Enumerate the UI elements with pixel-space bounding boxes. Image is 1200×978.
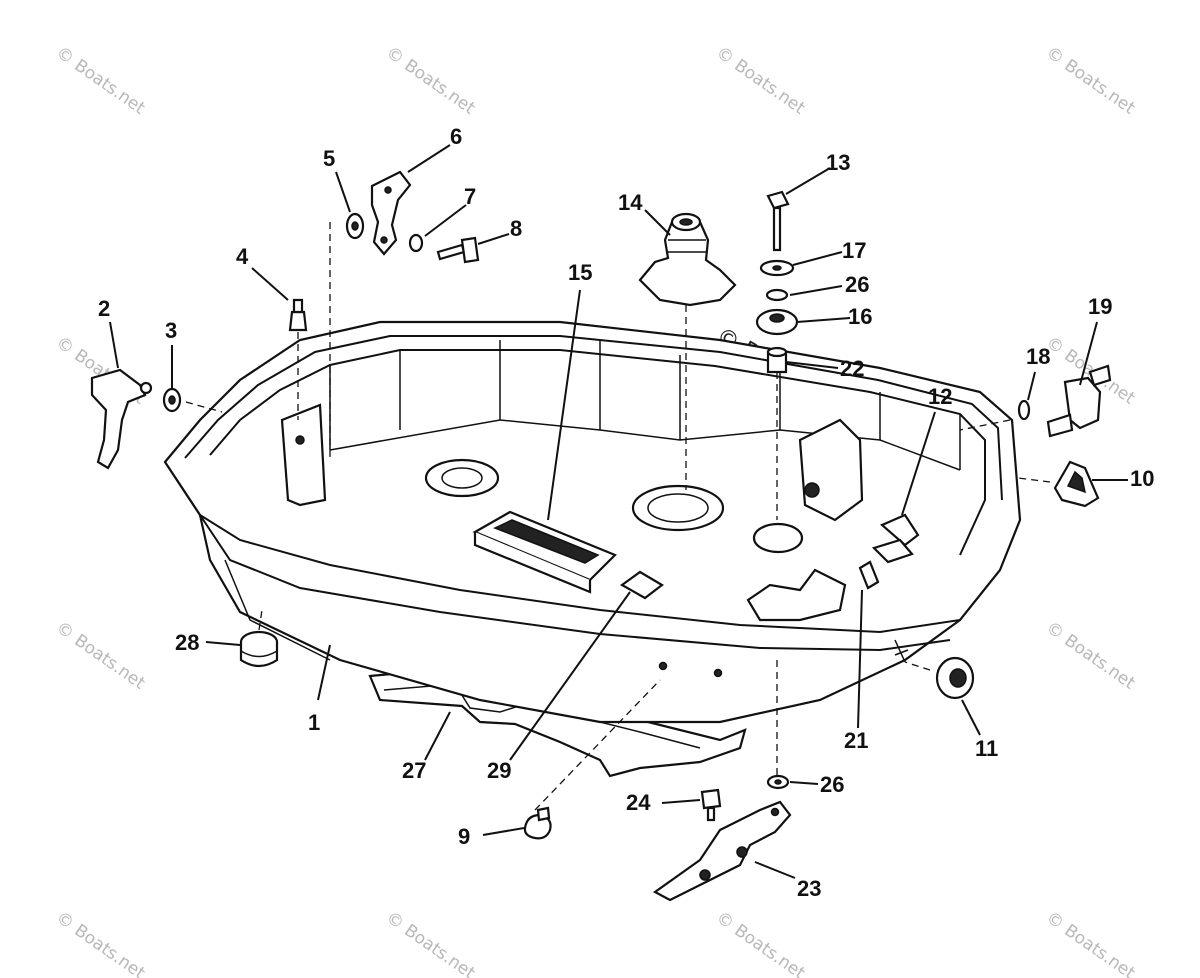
callout-26-bottom: 26	[820, 772, 844, 797]
callout-12: 12	[928, 384, 952, 409]
washer-part-5	[345, 212, 365, 240]
fitting-part-19	[1046, 364, 1112, 438]
screw-part-21	[858, 560, 880, 590]
callout-21: 21	[844, 728, 868, 753]
grommet-part-28	[239, 630, 279, 668]
vent-part-15	[472, 510, 617, 594]
sleeve-part-22	[766, 346, 788, 374]
callout-29: 29	[487, 758, 511, 783]
leader-lines	[109, 144, 1128, 879]
callout-11: 11	[975, 736, 998, 761]
callout-22: 22	[840, 356, 864, 381]
bracket-part-23	[652, 800, 792, 902]
callout-8: 8	[510, 216, 522, 241]
watermark: © Boats.net	[1042, 618, 1139, 694]
watermark: © Boats.net	[382, 908, 479, 978]
callout-13: 13	[826, 150, 850, 175]
washer-part-26-top	[765, 288, 789, 302]
callout-15: 15	[568, 260, 592, 285]
clip-part-12	[871, 513, 920, 564]
callout-4: 4	[236, 244, 249, 269]
callout-10: 10	[1130, 466, 1154, 491]
watermark: © Boats.net	[52, 618, 149, 694]
callout-26-top: 26	[845, 272, 869, 297]
watermark: © Boats.net	[382, 43, 479, 119]
watermark: © Boats.net	[52, 43, 149, 119]
clip-part-29	[619, 570, 664, 600]
fitting-part-4	[288, 298, 308, 332]
hook-part-6	[370, 170, 412, 256]
washer-part-7	[408, 233, 424, 253]
watermark: © Boats.net	[712, 43, 809, 119]
callout-6: 6	[450, 124, 462, 149]
washer-part-26-bottom	[766, 774, 790, 790]
bolt-part-13	[766, 190, 790, 252]
callout-2: 2	[98, 296, 110, 321]
screw-part-8	[436, 236, 480, 264]
washer-part-17	[759, 259, 795, 277]
grommet-part-11	[935, 656, 975, 700]
callout-1: 1	[308, 710, 320, 735]
boot-part-14	[638, 212, 737, 307]
callout-9: 9	[458, 824, 470, 849]
washer-part-18	[1017, 399, 1031, 421]
callout-3: 3	[165, 318, 177, 343]
callout-28: 28	[175, 630, 199, 655]
callout-24: 24	[626, 790, 651, 815]
callout-5: 5	[323, 146, 335, 171]
washer-part-3	[162, 387, 182, 413]
assembly-lines	[185, 222, 1051, 811]
watermark: © Boats.net	[712, 908, 809, 978]
callout-labels: 1 2 3 4 5 6 7 8 9 10 11 12 13 14 15 16 1…	[98, 124, 1154, 901]
callout-27: 27	[402, 758, 426, 783]
lever-part-2	[90, 368, 153, 470]
callout-14: 14	[618, 190, 643, 215]
bolt-part-24	[700, 788, 722, 822]
lower-pan-part-1	[163, 320, 1022, 724]
watermark: © Boats.net	[1042, 43, 1139, 119]
plug-part-9	[523, 806, 552, 840]
callout-18: 18	[1026, 344, 1050, 369]
callout-17: 17	[842, 238, 866, 263]
callout-23: 23	[797, 876, 821, 901]
watermark: © Boats.net	[52, 908, 149, 978]
grommet-part-16	[755, 308, 799, 336]
grommet-part-10	[1053, 460, 1100, 508]
callout-19: 19	[1088, 294, 1112, 319]
callout-16: 16	[848, 304, 872, 329]
watermark: © Boats.net	[1042, 908, 1139, 978]
callout-7: 7	[464, 184, 476, 209]
